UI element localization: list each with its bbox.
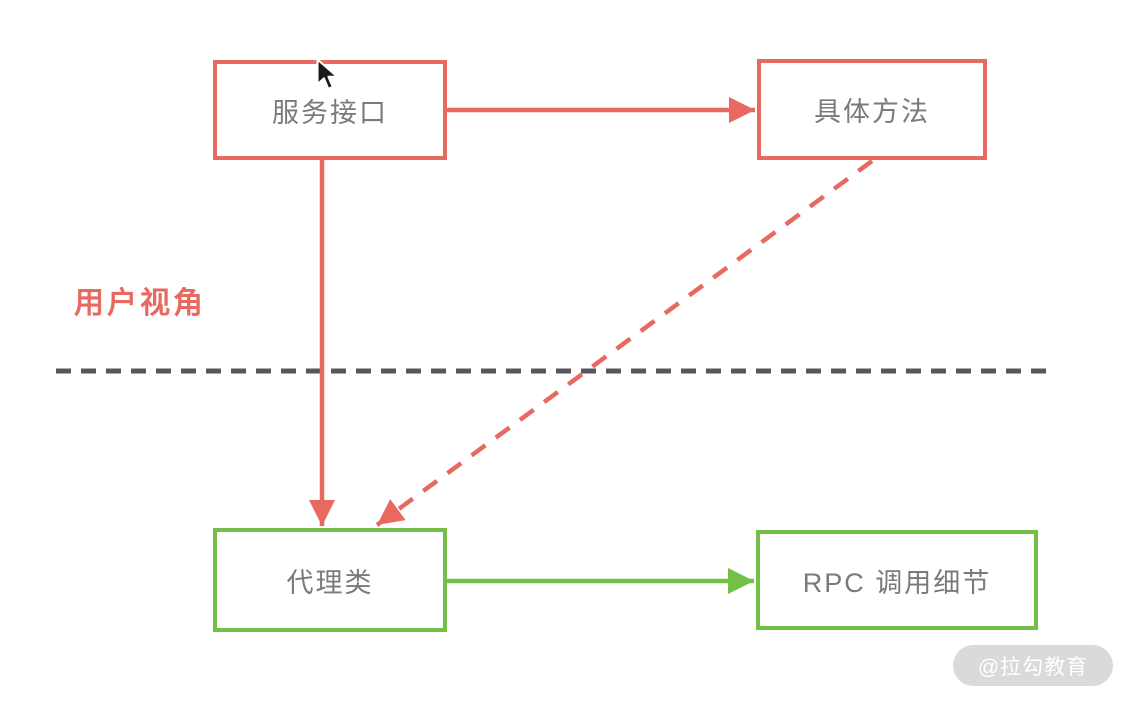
node-service-interface-label: 服务接口 — [272, 97, 388, 128]
node-rpc-details-label: RPC 调用细节 — [802, 567, 992, 598]
user-perspective-label: 用户视角 — [74, 287, 206, 320]
mouse-cursor-icon — [316, 58, 339, 90]
watermark-text: @拉勾教育 — [977, 655, 1089, 679]
node-rpc-details: RPC 调用细节 — [756, 530, 1038, 630]
watermark-badge: @拉勾教育 — [953, 645, 1113, 686]
node-proxy-class-label: 代理类 — [286, 567, 374, 598]
node-concrete-method-label: 具体方法 — [814, 97, 930, 127]
node-proxy-class: 代理类 — [213, 528, 447, 632]
edge-method-to-proxy — [375, 159, 874, 527]
node-concrete-method: 具体方法 — [757, 59, 987, 160]
